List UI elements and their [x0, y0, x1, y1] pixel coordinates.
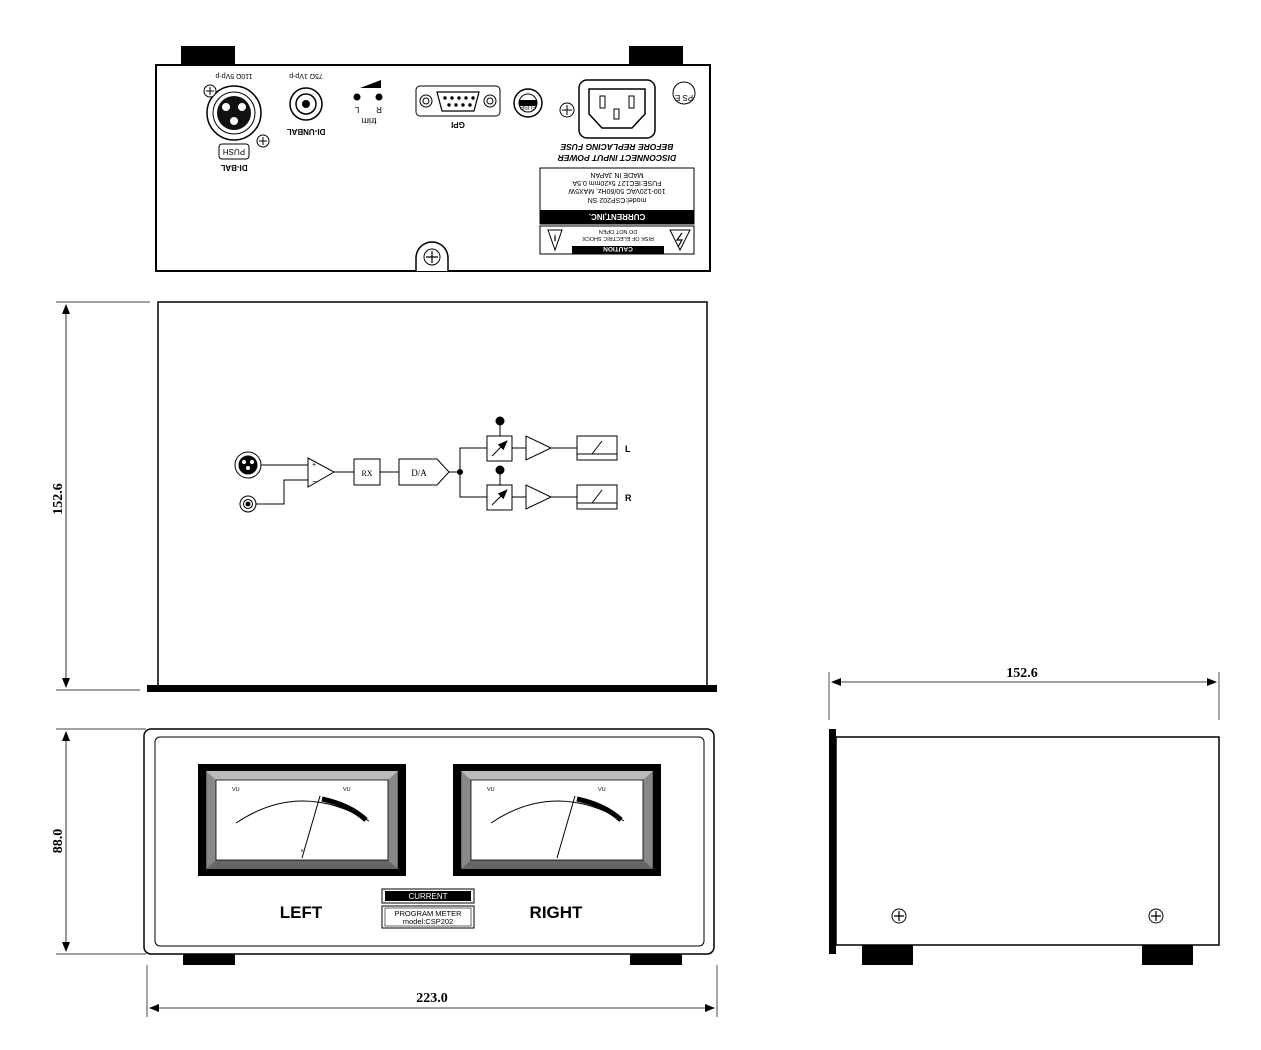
fuse-holder — [513, 88, 543, 118]
xlr-input-icon — [234, 451, 262, 479]
model-text: model:CSP202 — [403, 917, 453, 926]
vu-meter-left: VU VU 0 — [198, 764, 406, 876]
svg-text:−: − — [312, 477, 317, 486]
caution-label: i CAUTION RISK OF ELECTRIC SHOCK DO NOT … — [539, 225, 695, 255]
depth-dimension-left: 152.6 — [51, 301, 150, 691]
product-text: PROGRAM METER — [394, 909, 462, 918]
svg-text:model:CSP202 SN: model:CSP202 SN — [588, 196, 647, 203]
right-label: RIGHT — [530, 903, 584, 922]
rear-foot-left — [181, 46, 235, 65]
xlr-level-label: 110Ω 5Vp-p — [215, 72, 252, 79]
svg-text:+: + — [312, 462, 316, 469]
svg-text:0: 0 — [301, 848, 304, 853]
front-foot-right — [630, 954, 682, 965]
svg-text:VU: VU — [487, 787, 495, 793]
svg-text:RX: RX — [361, 469, 372, 478]
svg-text:i: i — [554, 233, 557, 243]
xlr-connector — [203, 84, 270, 148]
svg-text:DO NOT OPEN: DO NOT OPEN — [599, 228, 637, 234]
front-view: 88.0 VU VU 0 — [51, 728, 718, 1017]
gpi-label: GPI — [451, 120, 465, 129]
rca-connector — [289, 87, 323, 121]
rear-foot-right — [629, 46, 683, 65]
amp-l — [525, 435, 553, 461]
gpi-connector — [415, 85, 501, 117]
iec-power-inlet — [559, 79, 656, 139]
left-label: LEFT — [280, 903, 323, 922]
di-unbal-label: DI-UNBAL — [287, 127, 326, 136]
front-foot-left — [183, 954, 235, 965]
svg-text:MADE IN JAPAN: MADE IN JAPAN — [590, 171, 643, 178]
output-r-label: R — [625, 493, 632, 503]
brand-badge: CURRENT PROGRAM METER model:CSP202 — [381, 888, 475, 929]
warning-line1: DISCONNECT INPUT POWER — [557, 153, 676, 163]
di-bal-label: DI-BAL — [220, 163, 247, 172]
rca-input-icon — [239, 495, 257, 513]
svg-text:VU: VU — [343, 787, 351, 793]
side-screw-front — [891, 908, 907, 924]
height-label: 88.0 — [51, 829, 66, 854]
top-view: 152.6 + − — [51, 301, 717, 692]
trim-controls — [353, 80, 383, 101]
trim-r-label: R — [376, 105, 382, 114]
side-foot-rear — [1142, 945, 1193, 965]
svg-text:VU: VU — [598, 787, 606, 793]
trim-l-label: L — [354, 105, 359, 114]
svg-text:PS E: PS E — [675, 93, 693, 102]
rear-panel: PUSH DI-BAL 110Ω 5Vp-p 75Ω 1Vp-p DI-UNBA… — [155, 46, 711, 272]
depth-label-side: 152.6 — [1006, 666, 1038, 681]
rca-level-label: 75Ω 1Vp-p — [289, 72, 323, 79]
name-plate: MADE IN JAPAN FUSE:IEC127 5x20mm 0.5A 10… — [539, 167, 695, 225]
brand-text: CURRENT — [408, 892, 447, 901]
amp-r — [525, 484, 553, 510]
front-panel-inner — [154, 736, 705, 947]
vu-meter-right: VU VU — [453, 764, 661, 876]
svg-text:FUSE:IEC127 5x20mm 0.5A: FUSE:IEC127 5x20mm 0.5A — [572, 179, 661, 186]
width-dimension: 223.0 — [146, 965, 718, 1017]
side-screw-rear — [1148, 908, 1164, 924]
depth-label-left: 152.6 — [51, 483, 66, 515]
rx-block — [353, 458, 381, 486]
push-tab — [218, 143, 250, 160]
svg-text:VU: VU — [232, 787, 240, 793]
rear-screw-tab — [415, 241, 449, 271]
input-amplifier — [307, 457, 336, 488]
side-front-panel — [829, 729, 836, 954]
fuse-label: FUSE — [520, 103, 536, 109]
da-converter-block — [398, 458, 450, 486]
depth-dimension-side: 152.6 — [828, 666, 1220, 720]
svg-text:CURRENT,INC.: CURRENT,INC. — [589, 212, 645, 221]
warning-line2: BEFORE REPLACING FUSE — [560, 142, 673, 152]
output-l-label: L — [625, 444, 631, 454]
side-view: 152.6 — [828, 666, 1220, 965]
svg-text:CAUTION: CAUTION — [603, 245, 633, 252]
width-label: 223.0 — [416, 991, 448, 1006]
height-dimension: 88.0 — [51, 728, 146, 955]
svg-text:D/A: D/A — [411, 468, 427, 478]
push-label: PUSH — [223, 147, 245, 156]
side-foot-front — [862, 945, 913, 965]
top-view-front-lip — [147, 685, 717, 692]
svg-text:100-120VAC 50/60Hz, MAX5W: 100-120VAC 50/60Hz, MAX5W — [568, 187, 666, 194]
svg-text:RISK OF ELECTRIC SHOCK: RISK OF ELECTRIC SHOCK — [582, 235, 654, 241]
ps-e-mark: PS E — [672, 81, 696, 105]
trim-label: trim — [362, 116, 377, 126]
block-diagram: + − RX D/A L — [234, 416, 632, 513]
